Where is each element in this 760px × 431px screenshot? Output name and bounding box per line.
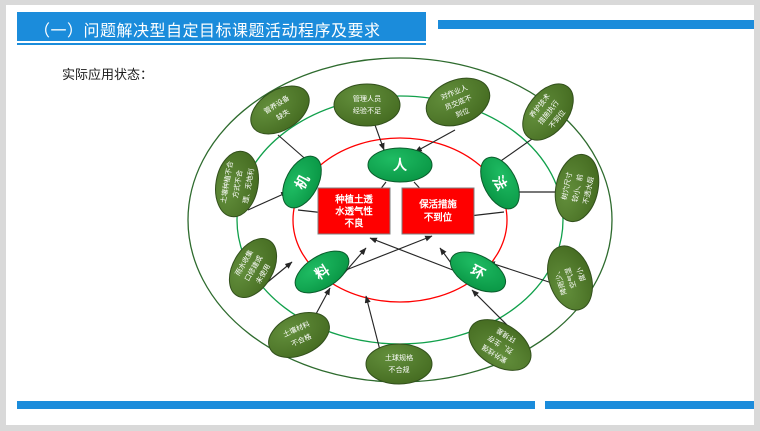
cause-5-line-3: 度小 [574, 266, 587, 282]
slide-frame-bottom [0, 425, 760, 431]
problem-1-line-2: 水透气性 [335, 206, 373, 218]
cause-7-line-1: 土球规格 [385, 353, 413, 362]
problem-2-line-1: 保活措施 [418, 199, 457, 211]
category-ren-label: 人 [393, 157, 408, 174]
ring-inner [292, 137, 508, 303]
title-band [17, 12, 426, 41]
cause-4: 树穴尺寸 较小、前 不透水层 [554, 153, 600, 223]
title-underline [17, 43, 426, 45]
problem-box-2: 保活措施 不到位 [401, 187, 475, 235]
cause-1-line-1: 管理人员 [353, 94, 381, 103]
problem-box-1: 种植土透 水透气性 不良 [317, 187, 391, 235]
title-accent-bar-right [438, 20, 754, 29]
cause-6: 紫外线强 烈、生存 环境差 [468, 319, 532, 371]
problem-1-line-3: 不良 [345, 218, 364, 230]
category-huan: 环 [449, 251, 507, 293]
footer-accent-bar-left [17, 401, 535, 409]
cause-analysis-diagram: 种植土透 水透气性 不良 保活措施 不到位 人 机 法 [170, 40, 630, 400]
cause-8: 土壤材料 不合格 [268, 312, 330, 358]
cause-7-line-2: 不合规 [388, 365, 409, 374]
category-ren: 人 [367, 147, 433, 183]
category-huan-label: 环 [468, 263, 488, 284]
category-ji: 机 [282, 155, 322, 209]
cause-11: 管养设备 缺失 [250, 85, 310, 135]
subtitle-label: 实际应用状态： [62, 68, 154, 83]
cause-9: 雨水收集 口修建或 未使用 [228, 238, 278, 298]
problem-2-line-2: 不到位 [424, 212, 453, 224]
cause-2: 对作业人 员交底不 到位 [425, 77, 491, 127]
problem-1-line-1: 种植土透 [334, 194, 373, 206]
category-fa: 法 [480, 156, 520, 210]
category-liao: 料 [294, 250, 350, 294]
footer-accent-bar-right [545, 401, 754, 409]
cause-10: 土壤种植不合 方式不合 理、无地利 [215, 150, 259, 218]
page-title: （一）问题解决型自定目标课题活动程序及要求 [34, 21, 381, 40]
cause-3: 养护技术 措施执行 不到位 [522, 83, 574, 141]
slide-frame-top [0, 0, 760, 5]
ring-middle [236, 95, 564, 345]
cause-7: 土球规格 不合规 [365, 343, 433, 385]
slide-frame-right [754, 0, 760, 431]
slide-frame-left [0, 0, 6, 431]
cause-5: 降雨少、 空气湿 度小 [547, 245, 593, 311]
cause-1-line-2: 经验不足 [353, 106, 381, 115]
cause-1: 管理人员 经验不足 [333, 83, 401, 127]
